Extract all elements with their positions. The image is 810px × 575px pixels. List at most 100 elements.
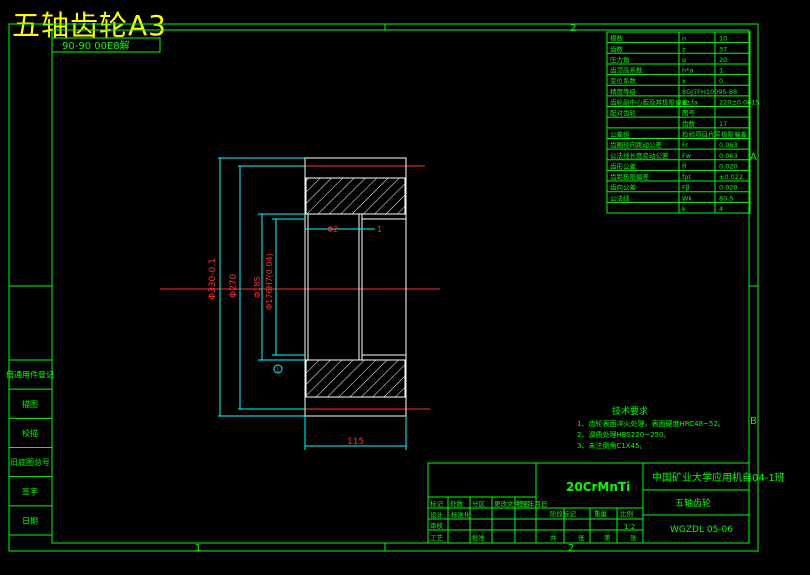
title-block-label: 批准 — [472, 533, 486, 542]
hatch-upper — [305, 177, 406, 215]
dim-keyway: Φ2 — [327, 225, 338, 234]
param-name: 配对齿轮 — [610, 108, 637, 117]
title-block-label: 分区 — [472, 499, 486, 508]
param-value: 220±0.0615 — [719, 99, 760, 107]
window-title: 五轴齿轮A3 — [12, 9, 167, 42]
title-block-label: 更改文件号 — [494, 499, 527, 508]
dim-bore-fit: Φ176H7(0.04) — [265, 253, 274, 310]
tech-item-2: 2、调质处理HBS220~250。 — [577, 430, 670, 439]
param-name: 变位系数 — [610, 76, 637, 85]
param-symbol: α — [682, 56, 686, 64]
param-value: 17 — [719, 120, 727, 128]
tech-requirements: 技术要求 1、齿轮表面淬火处理，表面硬度HRC48~52。 2、调质处理HBS2… — [577, 405, 725, 450]
tag-box-label: 90-90 00E8解 — [62, 39, 130, 52]
param-symbol: n — [682, 35, 686, 43]
title-block-label: 第 — [604, 533, 611, 542]
title-block-label: 工艺 — [430, 534, 444, 542]
tech-item-1: 1、齿轮表面淬火处理，表面硬度HRC48~52。 — [577, 419, 725, 428]
param-value: 1 — [719, 67, 723, 75]
param-value: 0.028 — [719, 184, 738, 192]
param-symbol: a±fa — [682, 99, 698, 107]
scale: 1:2 — [624, 523, 635, 531]
title-block-label: 比例 — [620, 509, 633, 518]
tag-box — [51, 37, 161, 53]
dim-outer-dia: Φ330-0.1 — [208, 258, 218, 300]
param-name: 齿顶高系数 — [610, 66, 643, 75]
param-value: 80.5 — [719, 194, 733, 202]
left-strip-label: 借通用件登记 — [6, 370, 54, 380]
param-symbol: x — [682, 77, 686, 85]
param-name: 精度等级 — [610, 87, 637, 96]
param-symbol: 图号 — [682, 109, 696, 117]
zone-mark-top: 2 — [570, 23, 576, 34]
title-block-label: 张 — [578, 533, 585, 542]
param-symbol: Wk — [682, 194, 692, 202]
zone-mark-B: B — [750, 416, 757, 427]
left-strip-label: 日期 — [22, 516, 38, 525]
param-value: 0.020 — [719, 162, 738, 170]
tech-title: 技术要求 — [612, 405, 648, 417]
left-strip-label: 描图 — [22, 399, 38, 409]
title-block-label: 标准化 — [451, 510, 471, 519]
param-value: 37 — [719, 45, 727, 53]
param-value: 20 — [719, 56, 727, 64]
param-name: 齿数 — [610, 44, 624, 53]
bore — [304, 213, 363, 361]
outer-frame — [8, 23, 759, 552]
param-name: 模数 — [610, 34, 624, 43]
param-value: 0.063 — [719, 152, 738, 160]
title-block: 20CrMnTi 中国矿业大学应用机自04-1班 五轴齿轮 WGZDL 05-0… — [427, 462, 785, 544]
param-name: 压力角 — [610, 55, 630, 64]
param-symbol: Fw — [682, 152, 692, 160]
material: 20CrMnTi — [566, 480, 630, 494]
param-symbol: k — [682, 205, 686, 213]
part-name: 五轴齿轮 — [675, 497, 711, 509]
param-symbol: 检验项目代号极限偏差 — [682, 129, 748, 138]
zone-mark-A: A — [750, 152, 757, 163]
param-symbol: ff — [682, 162, 687, 170]
param-value: 10 — [719, 35, 727, 43]
dim-root-dia: Φ270 — [229, 273, 239, 298]
param-name: 齿向公差 — [610, 183, 637, 192]
param-name: 公法线长度变动公差 — [610, 151, 669, 160]
title-block-label: 设计 — [430, 510, 444, 519]
title-block-label: 共 — [550, 533, 557, 542]
tech-item-3: 3、未注倒角C1X45。 — [577, 441, 647, 450]
param-name: 公差组 — [610, 129, 630, 138]
title-block-label: 重量 — [594, 510, 608, 518]
drawing-no: WGZDL 05-06 — [670, 525, 733, 535]
zone-mark-bottom-1: 1 — [195, 543, 201, 554]
param-symbol: Fβ — [682, 184, 690, 192]
title-block-label: 签名 — [517, 499, 530, 508]
dim-width: 115 — [347, 437, 364, 447]
param-name: 齿圈径向跳动公差 — [610, 140, 663, 149]
param-value: 0.063 — [719, 141, 738, 149]
title-block-label: 年月日 — [528, 499, 548, 508]
title-block-label: 审核 — [430, 521, 444, 530]
title-block-label: 标记 — [430, 499, 444, 508]
param-symbol: 齿数 — [682, 119, 696, 128]
hole-mark: 1 — [276, 367, 280, 374]
param-name: 公法线 — [610, 193, 630, 202]
param-value: 0 — [719, 77, 723, 85]
title-block-label: 张 — [630, 533, 637, 542]
param-name: 齿形公差 — [610, 161, 637, 170]
param-value: ±0.022 — [719, 173, 743, 181]
hatch-lower — [305, 359, 406, 398]
param-name: 齿距极限偏差 — [610, 172, 650, 181]
dim-chamfer: 1 — [377, 225, 382, 234]
title-block-label: 处数 — [450, 499, 464, 508]
gear-section-view: Φ330-0.1 Φ270 Φ185 Φ176H7(0.04) 115 Φ2 1… — [160, 157, 440, 450]
param-symbol: Fr — [682, 141, 688, 149]
zone-mark-bottom-2: 2 — [568, 543, 574, 554]
param-symbol: z — [682, 45, 686, 53]
left-strip-label: 校描 — [22, 428, 38, 438]
dim-bore-dia: Φ185 — [253, 276, 262, 298]
dim-lines — [218, 157, 407, 450]
hole-symbol — [273, 364, 283, 374]
param-value: 4 — [719, 205, 723, 213]
param-symbol: h*a — [682, 67, 693, 75]
